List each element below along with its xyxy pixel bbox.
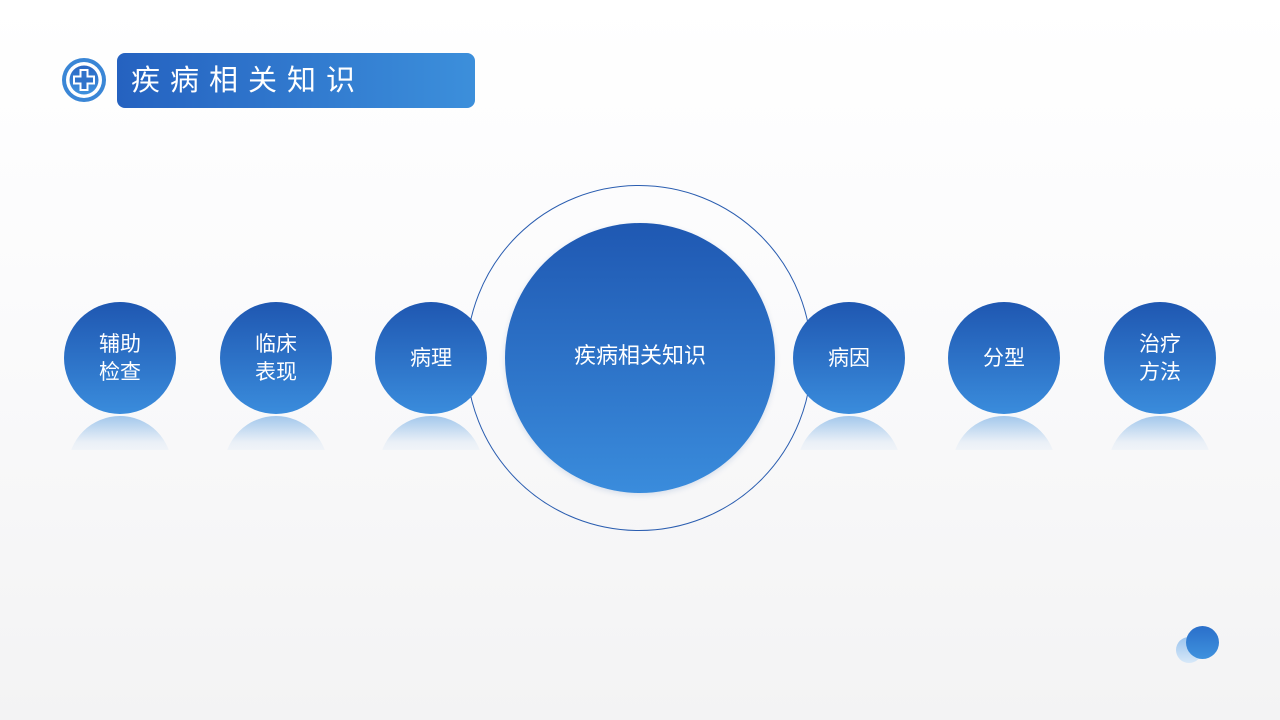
- center-topic-circle[interactable]: 疾病相关知识: [505, 223, 775, 493]
- topic-node-treatment[interactable]: 治疗 方法: [1104, 302, 1216, 414]
- topic-node-label: 病理: [410, 346, 452, 370]
- medical-cross-logo-icon: [48, 52, 110, 108]
- node-reflection: [793, 416, 905, 450]
- title-banner: 疾病相关知识: [117, 53, 475, 108]
- topic-node-auxiliary-exam[interactable]: 辅助 检查: [64, 302, 176, 414]
- decorative-bubble-front: [1186, 626, 1219, 659]
- topic-node-pathology[interactable]: 病理: [375, 302, 487, 414]
- node-reflection: [220, 416, 332, 450]
- node-reflection: [1104, 416, 1216, 450]
- topic-node-etiology[interactable]: 病因: [793, 302, 905, 414]
- topic-node-label: 分型: [983, 346, 1025, 370]
- topic-node-clinical-manifestation[interactable]: 临床 表现: [220, 302, 332, 414]
- topic-node-label: 辅助 检查: [99, 332, 141, 384]
- topic-node-label: 治疗 方法: [1139, 332, 1181, 384]
- topic-node-classification[interactable]: 分型: [948, 302, 1060, 414]
- node-reflection: [948, 416, 1060, 450]
- topic-node-label: 临床 表现: [255, 332, 297, 384]
- topic-node-label: 病因: [828, 346, 870, 370]
- node-reflection: [64, 416, 176, 450]
- center-topic-label: 疾病相关知识: [573, 344, 706, 369]
- page-title: 疾病相关知识: [131, 63, 366, 97]
- node-reflection: [375, 416, 487, 450]
